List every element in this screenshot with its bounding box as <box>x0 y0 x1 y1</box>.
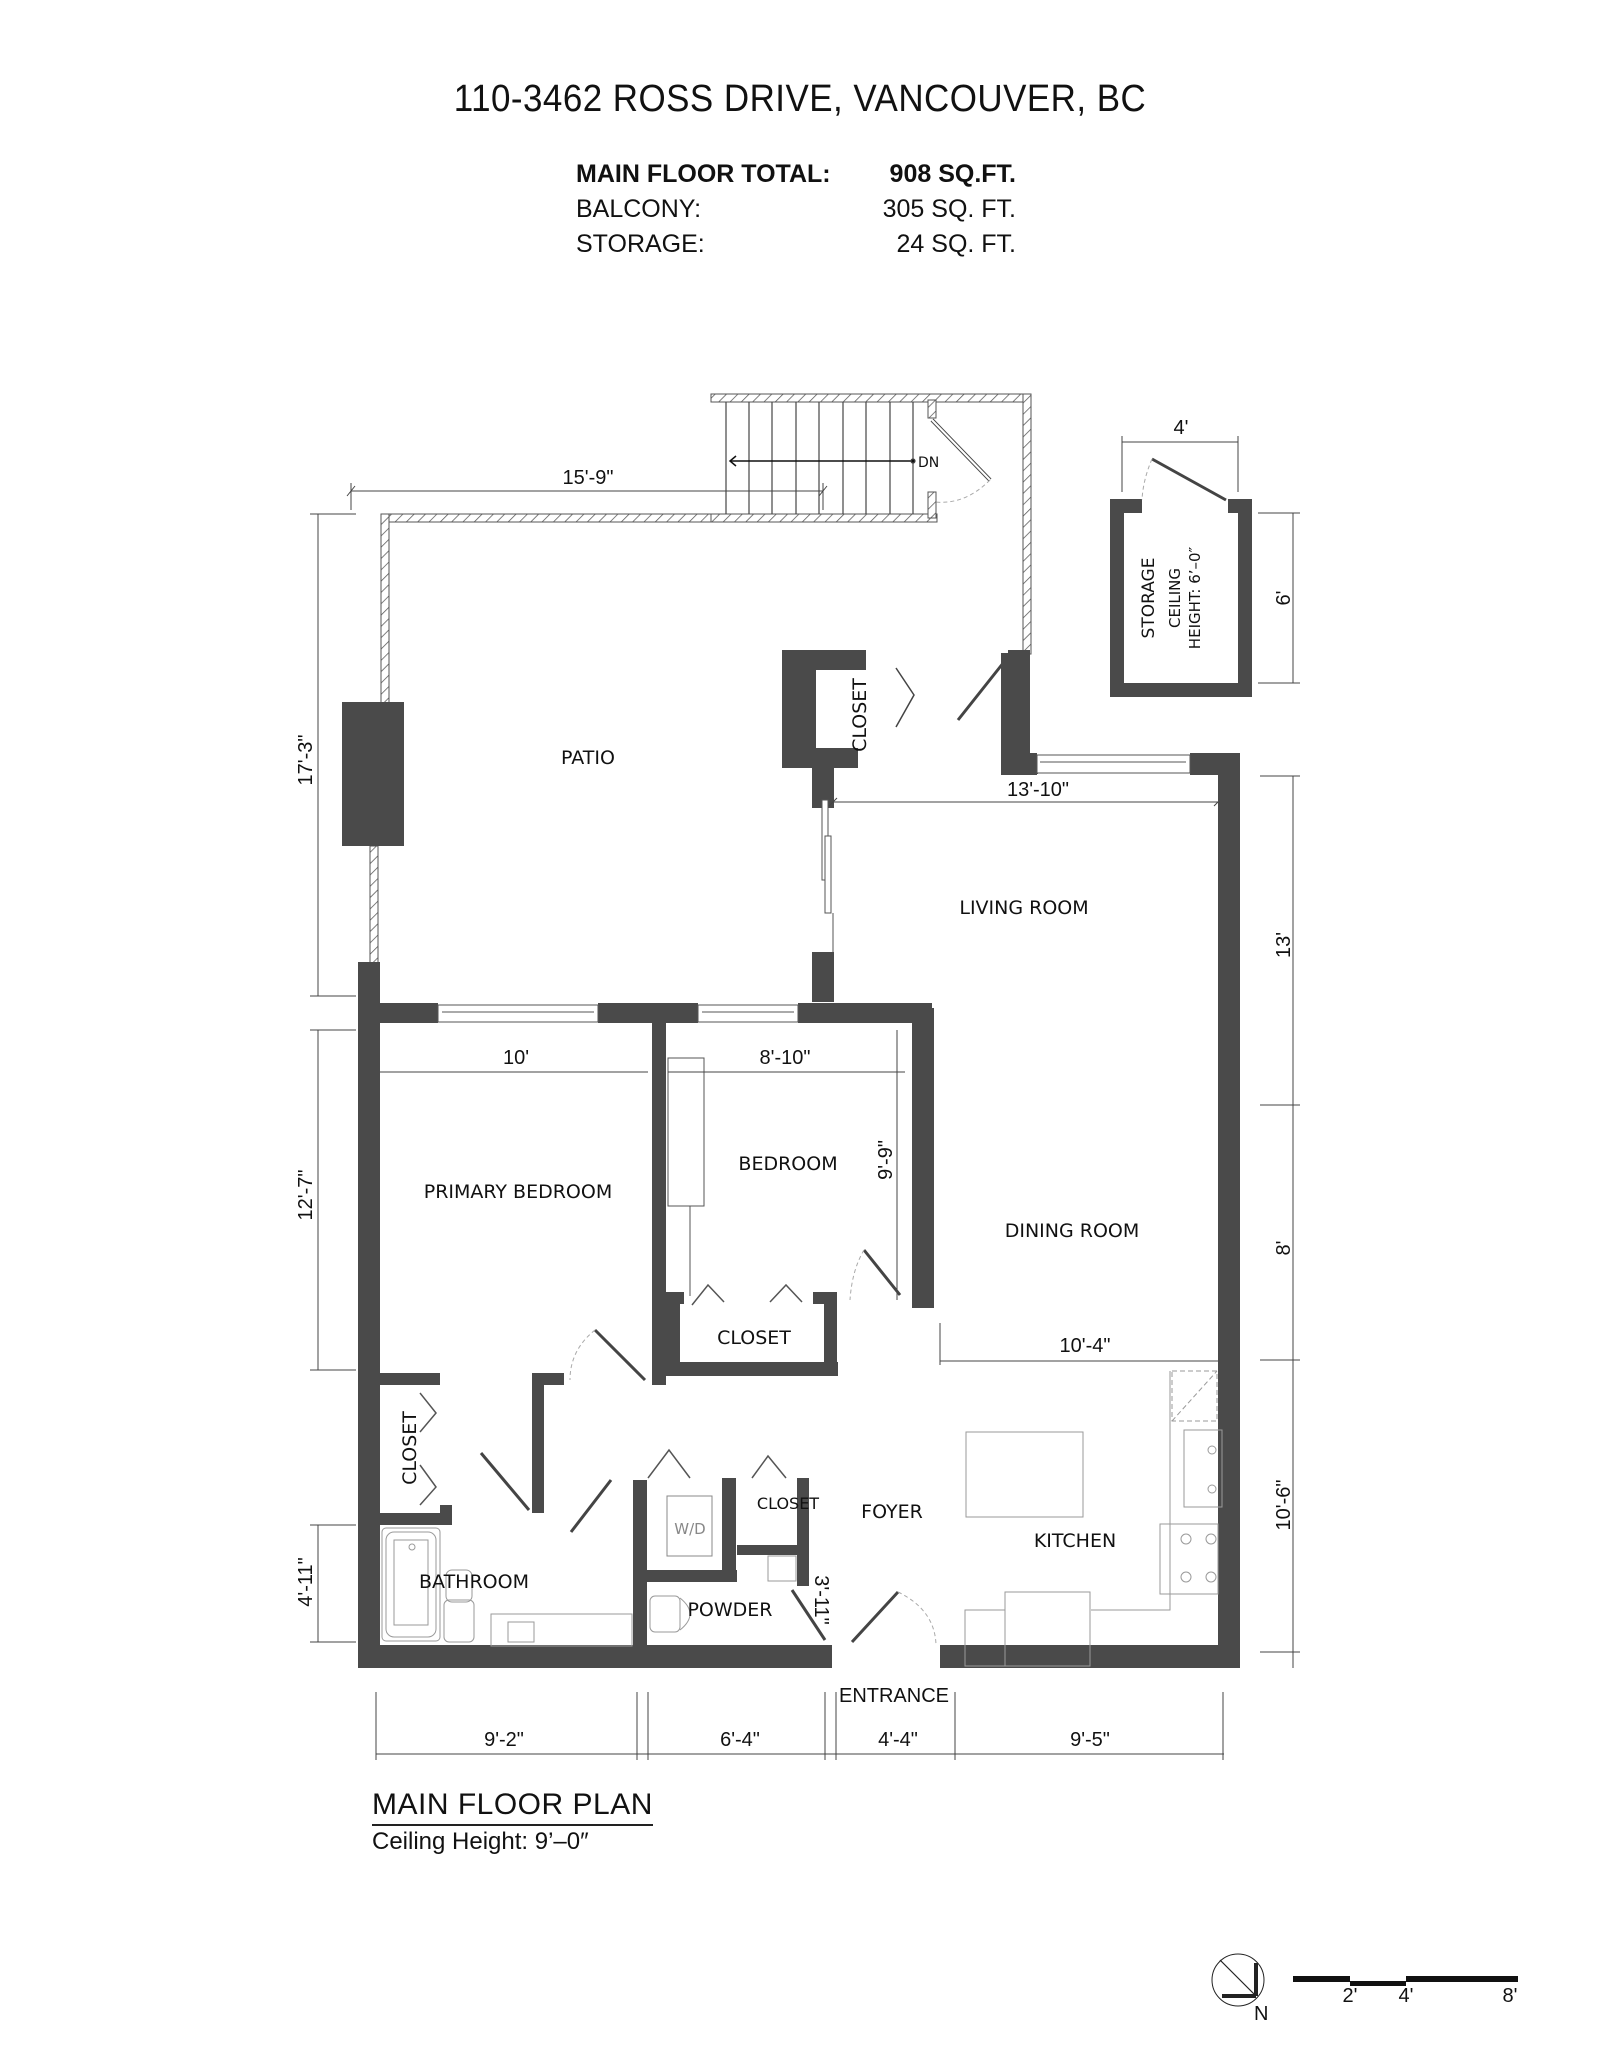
scale-tick-8: 8' <box>1503 1985 1518 2007</box>
powder-fixtures <box>649 1555 797 1633</box>
dimension-bottom <box>375 1692 1224 1760</box>
plan-title: MAIN FLOOR PLAN <box>372 1788 653 1826</box>
scale-bar <box>1293 1976 1518 1986</box>
dim-patio-width: 15'-9" <box>563 467 614 489</box>
storage-ceiling-line-2: HEIGHT: 6’–0″ <box>1186 546 1204 649</box>
area-value: 305 SQ. FT. <box>882 195 1016 223</box>
room-label-bathroom: BATHROOM <box>419 1571 529 1593</box>
room-label-primary-closet: CLOSET <box>399 1411 421 1485</box>
entrance-label: ENTRANCE <box>839 1685 949 1707</box>
area-row-storage: STORAGE: 24 SQ. FT. <box>576 227 1016 262</box>
bedroom-wardrobe <box>667 1057 705 1207</box>
dimension-right <box>1260 775 1300 1668</box>
patio-sliding-door[interactable] <box>821 799 834 952</box>
dim-bottom-1: 9'-2" <box>484 1729 524 1751</box>
dim-bedroom-width: 8'-10" <box>760 1047 811 1069</box>
washer-dryer-label: W/D <box>674 1520 705 1538</box>
dimension-patio-width <box>346 483 828 510</box>
dim-bottom-4: 9'-5" <box>1070 1729 1110 1751</box>
dim-bedroom-depth: 9'-9" <box>875 1140 897 1180</box>
dim-powder-depth: 3'-11" <box>810 1575 832 1624</box>
patio-pillar <box>342 702 404 846</box>
room-label-dining-room: DINING ROOM <box>1005 1220 1140 1242</box>
dim-bottom-2: 6'-4" <box>720 1729 760 1751</box>
room-label-patio-closet: CLOSET <box>849 678 871 752</box>
dimension-bedrooms <box>310 1029 905 1371</box>
room-label-patio: PATIO <box>561 747 615 769</box>
patio-closet-walls <box>782 650 1038 808</box>
bedroom-door[interactable] <box>849 1249 902 1301</box>
bedroom-closet-doors[interactable] <box>691 1283 803 1306</box>
scale-tick-4: 4' <box>1399 1985 1414 2007</box>
property-address: 110-3462 ROSS DRIVE, VANCOUVER, BC <box>453 78 1147 120</box>
living-top-wall <box>1001 653 1240 775</box>
staircase <box>725 402 916 514</box>
dim-bathroom-depth: 4'-11" <box>295 1557 317 1606</box>
kitchen-fixtures <box>964 1370 1223 1667</box>
dim-kitchen-width: 10'-4" <box>1060 1335 1111 1357</box>
patio-railing <box>369 393 1032 965</box>
area-row-balcony: BALCONY: 305 SQ. FT. <box>576 192 1016 227</box>
room-label-powder: POWDER <box>687 1599 772 1621</box>
room-label-bedroom-closet: CLOSET <box>717 1327 791 1349</box>
dimension-storage <box>1121 436 1300 684</box>
dim-kitchen-depth: 10'-6" <box>1273 1480 1295 1531</box>
area-label: STORAGE: <box>576 230 705 258</box>
dim-living-width: 13'-10" <box>1007 779 1069 801</box>
washer-dryer <box>666 1495 713 1557</box>
room-label-primary-bedroom: PRIMARY BEDROOM <box>424 1181 612 1203</box>
dim-storage-depth: 6' <box>1273 591 1295 606</box>
wall-segment <box>812 952 834 1002</box>
dim-living-depth: 13' <box>1273 932 1295 958</box>
dim-primary-depth: 12'-7" <box>295 1170 317 1221</box>
dim-storage-width: 4' <box>1174 417 1189 439</box>
interior-walls <box>380 1023 926 1665</box>
primary-closet-doors[interactable] <box>419 1392 437 1506</box>
bathroom-door[interactable] <box>479 1452 613 1533</box>
stairs-direction-label: DN <box>918 455 939 471</box>
powder-door[interactable] <box>790 1589 827 1641</box>
dim-patio-depth: 17'-3" <box>295 735 317 786</box>
dimension-kitchen-width <box>939 1323 1218 1365</box>
entrance-door[interactable] <box>850 1590 937 1646</box>
area-label: BALCONY: <box>576 195 702 223</box>
north-label: N <box>1254 2003 1268 2025</box>
area-row-main-floor: MAIN FLOOR TOTAL: 908 SQ.FT. <box>576 157 1016 192</box>
scale-tick-2: 2' <box>1343 1985 1358 2007</box>
dim-dining-depth: 8' <box>1273 1241 1295 1256</box>
patio-closet-door[interactable] <box>895 661 1006 728</box>
room-label-bedroom: BEDROOM <box>738 1153 837 1175</box>
stair-door[interactable] <box>930 418 992 503</box>
storage-walls <box>1110 499 1252 697</box>
area-value: 24 SQ. FT. <box>896 230 1016 258</box>
area-summary: MAIN FLOOR TOTAL: 908 SQ.FT. BALCONY: 30… <box>576 157 1016 262</box>
area-value: 908 SQ.FT. <box>889 160 1016 188</box>
primary-door[interactable] <box>569 1328 647 1382</box>
room-label-living-room: LIVING ROOM <box>959 897 1088 919</box>
dimension-bathroom <box>310 1524 356 1643</box>
wd-closet-doors[interactable] <box>647 1448 787 1479</box>
storage-ceiling-line-1: CEILING <box>1166 568 1184 628</box>
bathroom-fixtures <box>381 1527 633 1647</box>
dim-bottom-3: 4'-4" <box>878 1729 918 1751</box>
room-label-foyer: FOYER <box>861 1501 923 1523</box>
bedroom-windows <box>437 1004 799 1023</box>
dim-primary-width: 10' <box>503 1047 529 1069</box>
ceiling-height: Ceiling Height: 9’–0″ <box>372 1828 589 1855</box>
storage-door[interactable] <box>1141 457 1227 502</box>
room-label-storage: STORAGE <box>1139 558 1159 639</box>
room-label-kitchen: KITCHEN <box>1034 1530 1116 1552</box>
area-label: MAIN FLOOR TOTAL: <box>576 160 831 188</box>
room-label-foyer-closet: CLOSET <box>757 1494 819 1513</box>
dimension-patio-depth <box>310 513 356 997</box>
north-arrow-icon <box>1211 1953 1265 2007</box>
